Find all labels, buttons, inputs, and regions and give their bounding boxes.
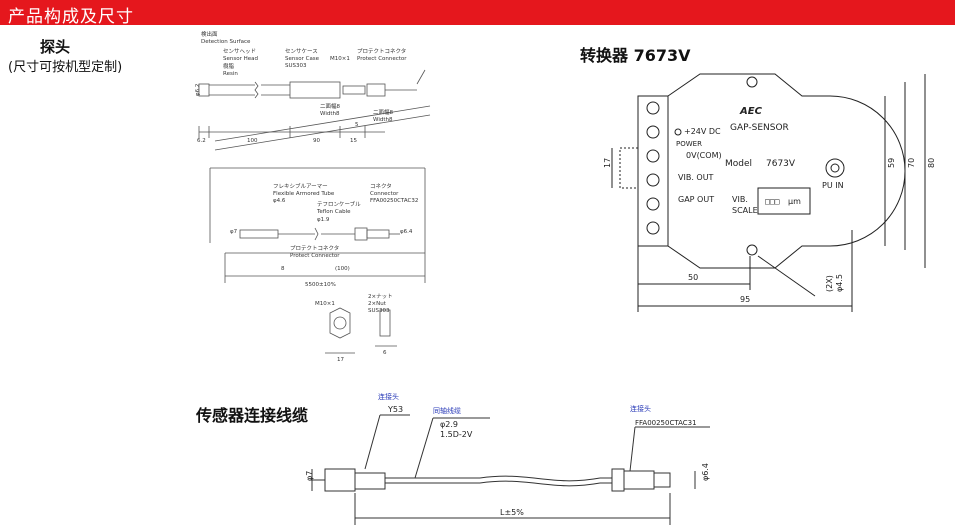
cable-left-conn-label: 连接头 bbox=[378, 392, 399, 401]
probe-jp-width8-b: Width8 bbox=[373, 117, 393, 123]
probe-jp-nut-17: 17 bbox=[337, 357, 344, 363]
probe-jp-resin: Resin bbox=[223, 71, 238, 77]
probe-jp-width8-b-jp: 二面幅8 bbox=[373, 108, 394, 116]
converter-plus24: +24V DC bbox=[684, 127, 721, 136]
probe-jp-nut-6: 6 bbox=[383, 350, 387, 356]
probe-jp-width8-jp: 二面幅8 bbox=[320, 102, 341, 110]
cable-length: L±5% bbox=[500, 508, 524, 517]
cable-coax-model: 1.5D-2V bbox=[440, 430, 473, 439]
probe-jp-thread: M10×1 bbox=[330, 56, 350, 62]
converter-drawing: AEC GAP-SENSOR Model 7673V +24V DC POWER… bbox=[603, 73, 936, 312]
cable-coax-label: 同轴线缆 bbox=[433, 406, 461, 415]
probe-jp-dim-5: 5 bbox=[355, 122, 359, 128]
probe-jp-resin-jp: 樹脂 bbox=[223, 62, 235, 70]
mount-hole-bottom bbox=[746, 244, 758, 256]
converter-com: 0V(COM) bbox=[686, 151, 722, 160]
probe-jp-nut: 2×Nut bbox=[368, 301, 387, 307]
sensor-case-shape bbox=[289, 81, 341, 99]
probe-jp-flex: Flexible Armored Tube bbox=[273, 191, 335, 197]
cable-right-conn-model: FFA00250CTAC31 bbox=[635, 419, 697, 427]
cable-dia-left: φ7 bbox=[305, 471, 314, 481]
probe-jp-teflon-dia: φ1.9 bbox=[317, 217, 330, 223]
converter-outline bbox=[667, 73, 906, 269]
cable-drawing: 连接头 Y53 同轴线缆 φ2.9 1.5D-2V 连接头 FFA00250CT… bbox=[305, 392, 710, 525]
probe-jp-flex-jp: フレキシブルアーマー bbox=[273, 182, 328, 190]
probe-jp-len-100: (100) bbox=[335, 266, 350, 272]
probe-subtitle: (尺寸可按机型定制) bbox=[8, 60, 123, 75]
converter-hole-dia: φ4.5 bbox=[835, 274, 844, 292]
converter-vib-scale-1: VIB. bbox=[732, 195, 748, 204]
converter-dim-80: 80 bbox=[927, 158, 936, 168]
probe-jp-sensor-case-jp: センサケース bbox=[285, 48, 318, 55]
armored-tube-shape bbox=[239, 229, 279, 239]
probe-jp-sensor-head: Sensor Head bbox=[223, 56, 258, 62]
probe-jp-conn: Connector bbox=[370, 191, 399, 197]
converter-dim-95: 95 bbox=[740, 295, 750, 304]
converter-unit: μm bbox=[788, 197, 801, 206]
probe-jp-dim-100: 100 bbox=[247, 138, 258, 144]
probe-jp-dim-62: 6.2 bbox=[197, 138, 206, 144]
probe-drawing: 検出面 Detection Surface センサヘッド Sensor Head… bbox=[195, 30, 431, 363]
left-connector-shape bbox=[324, 468, 356, 492]
probe-jp-conn-jp: コネクタ bbox=[370, 182, 392, 190]
probe-jp-dim-90: 90 bbox=[313, 138, 320, 144]
converter-vib-out: VIB. OUT bbox=[678, 173, 714, 182]
converter-hole-count: (2X) bbox=[825, 275, 834, 292]
probe-jp-protect-conn: Protect Connector bbox=[357, 56, 407, 62]
converter-title: 转换器 7673V bbox=[580, 46, 691, 65]
probe-title: 探头 bbox=[40, 38, 71, 56]
probe-jp-nut-mat: SUS303 bbox=[368, 308, 390, 314]
probe-jp-protect-conn2-jp: プロテクトコネクタ bbox=[290, 244, 339, 252]
converter-gap-out: GAP OUT bbox=[678, 195, 714, 204]
vib-scale-display bbox=[757, 187, 811, 215]
converter-dim-70: 70 bbox=[907, 158, 916, 168]
probe-jp-flex-dia: φ4.6 bbox=[273, 198, 286, 204]
cable-title: 传感器连接线缆 bbox=[196, 406, 309, 425]
mount-hole-top bbox=[746, 76, 758, 88]
probe-jp-protect-conn-jp: プロテクトコネクタ bbox=[357, 47, 406, 55]
sensor-head-shape bbox=[198, 83, 210, 97]
probe-jp-len-8: 8 bbox=[281, 266, 285, 272]
converter-dim-50: 50 bbox=[688, 273, 698, 282]
probe-jp-dia: φ6.2 bbox=[195, 84, 201, 96]
converter-vib-scale-2: SCALE bbox=[732, 206, 758, 215]
probe-jp-dim-15: 15 bbox=[350, 138, 357, 144]
header-banner: 产品构成及尺寸 bbox=[0, 0, 955, 27]
right-connector-shape bbox=[623, 470, 655, 490]
probe-jp-width8: Width8 bbox=[320, 111, 340, 117]
banner-title: 产品构成及尺寸 bbox=[8, 7, 134, 27]
probe-jp-protect-conn2: Protect Connector bbox=[290, 253, 340, 259]
converter-name: GAP-SENSOR bbox=[730, 123, 789, 133]
probe-jp-dia-64: φ6.4 bbox=[400, 229, 413, 235]
converter-dim-59: 59 bbox=[887, 158, 896, 168]
connector-shape bbox=[366, 229, 390, 239]
probe-jp-detection-surface: Detection Surface bbox=[201, 39, 251, 45]
converter-display-digits: □□□ bbox=[765, 197, 780, 206]
converter-brand: AEC bbox=[739, 106, 763, 117]
converter-model: 7673V bbox=[766, 159, 796, 169]
pu-in-connector bbox=[825, 158, 845, 178]
probe-jp-conn-model: FFA00250CTAC32 bbox=[370, 198, 418, 204]
converter-pu-in: PU IN bbox=[822, 181, 844, 190]
converter-dim-17: 17 bbox=[603, 158, 612, 168]
probe-jp-dia-7: φ7 bbox=[230, 229, 238, 235]
nut-shape bbox=[329, 307, 351, 339]
cable-left-conn-model: Y53 bbox=[387, 405, 403, 414]
terminal-block bbox=[637, 95, 669, 247]
converter-power: POWER bbox=[676, 140, 702, 148]
cable-coax-dia: φ2.9 bbox=[440, 420, 458, 429]
probe-jp-teflon-jp: テフロンケーブル bbox=[317, 200, 361, 208]
protect-connector-shape bbox=[342, 85, 366, 95]
probe-jp-nut-thread: M10×1 bbox=[315, 301, 335, 307]
probe-jp-sensor-head-jp: センサヘッド bbox=[223, 48, 256, 55]
probe-jp-total-len: 5500±10% bbox=[305, 282, 336, 288]
probe-jp-teflon: Teflon Cable bbox=[316, 209, 351, 215]
probe-jp-nut-jp: 2×ナット bbox=[368, 293, 393, 300]
probe-jp-sensor-case-mat: SUS303 bbox=[285, 63, 307, 69]
probe-jp-sensor-case: Sensor Case bbox=[285, 56, 320, 62]
converter-model-label: Model bbox=[725, 159, 752, 169]
probe-jp-detection-surface-jp: 検出面 bbox=[201, 30, 218, 38]
cable-right-conn-label: 连接头 bbox=[630, 404, 651, 413]
cable-dia-right: φ6.4 bbox=[701, 463, 710, 481]
